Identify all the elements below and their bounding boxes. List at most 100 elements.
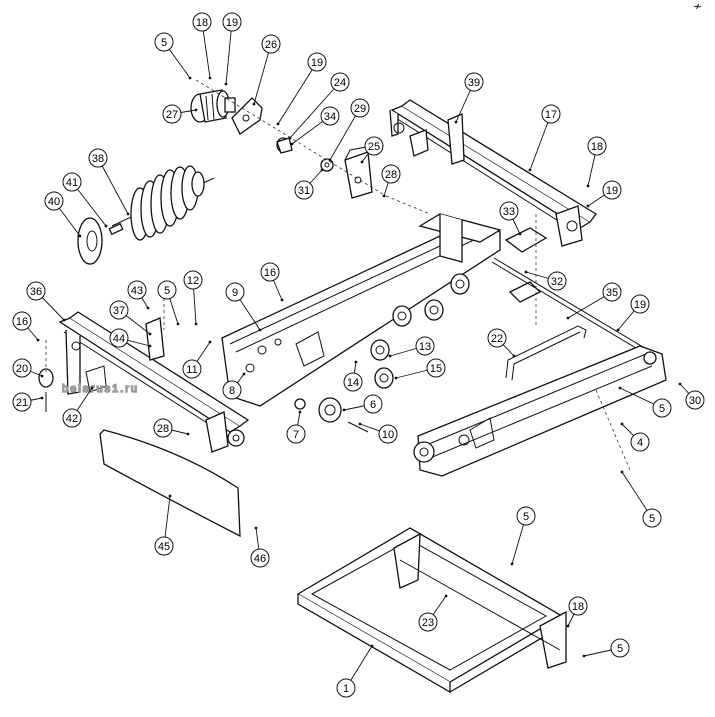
callout-circle xyxy=(109,300,129,320)
callout-15: 15 xyxy=(394,358,446,380)
callout-anchor xyxy=(620,470,624,474)
callout-4: 4 xyxy=(620,422,650,452)
callout-number: 23 xyxy=(422,617,434,629)
callout-anchor xyxy=(360,160,364,164)
callout-24: 24 xyxy=(288,72,350,140)
callout-5: 5 xyxy=(154,32,192,80)
callout-circle xyxy=(62,408,82,428)
callout-anchor xyxy=(382,194,386,198)
callout-number: 5 xyxy=(164,285,170,297)
callout-circle xyxy=(12,392,32,412)
callout-anchor xyxy=(194,322,198,326)
callout-anchor xyxy=(288,136,292,140)
callout-leader xyxy=(253,43,272,105)
pulley-part xyxy=(77,217,103,265)
callout-33: 33 xyxy=(499,201,522,236)
callout-circle xyxy=(261,34,281,54)
callout-number: 46 xyxy=(254,553,266,565)
callout-circle xyxy=(363,394,383,414)
callout-number: 28 xyxy=(385,169,397,181)
corner-mark: ≁ xyxy=(693,1,702,13)
side-rail-part xyxy=(413,345,667,477)
callout-number: 5 xyxy=(523,511,529,523)
callout-number: 38 xyxy=(92,153,104,165)
bottom-frame-part xyxy=(296,527,567,694)
callout-circle xyxy=(162,104,182,124)
callout-11: 11 xyxy=(182,340,212,379)
callout-29: 29 xyxy=(328,98,370,162)
callout-number: 41 xyxy=(66,177,78,189)
callout-number: 37 xyxy=(113,305,125,317)
callout-circle xyxy=(415,336,435,356)
callout-anchor xyxy=(528,168,532,172)
callout-44: 44 xyxy=(109,328,152,348)
callout-anchor xyxy=(510,562,514,566)
mount-plate-part xyxy=(231,97,263,135)
callout-10: 10 xyxy=(358,422,398,444)
callout-25: 25 xyxy=(360,136,384,164)
callout-anchor xyxy=(40,396,44,400)
callout-46: 46 xyxy=(250,526,270,568)
callout-18: 18 xyxy=(566,596,588,628)
callout-circle xyxy=(630,294,650,314)
callout-number: 9 xyxy=(232,287,238,299)
callout-circle xyxy=(602,282,622,302)
callout-number: 18 xyxy=(572,601,584,613)
callout-circle xyxy=(685,390,705,410)
callout-anchor xyxy=(358,422,362,426)
callout-circle xyxy=(260,262,280,282)
callout-circle xyxy=(127,280,147,300)
callout-number: 5 xyxy=(659,403,665,415)
callout-circle xyxy=(286,424,306,444)
callout-circle xyxy=(320,106,340,126)
callout-anchor xyxy=(242,372,246,376)
callout-circle xyxy=(154,536,174,556)
callout-circle xyxy=(154,32,174,52)
callout-number: 12 xyxy=(187,275,199,287)
callout-circle xyxy=(364,136,384,156)
callout-1: 1 xyxy=(336,644,374,698)
clamp-bracket-part xyxy=(504,227,548,253)
callout-anchor xyxy=(208,76,212,80)
callout-number: 20 xyxy=(16,363,28,375)
callout-anchor xyxy=(126,212,130,216)
callout-anchor xyxy=(328,158,332,162)
callout-number: 28 xyxy=(157,423,169,435)
callout-anchor xyxy=(148,332,152,336)
callout-number: 34 xyxy=(324,111,336,123)
callout-circle xyxy=(330,72,350,92)
callout-anchor xyxy=(370,644,374,648)
callout-number: 7 xyxy=(293,429,299,441)
callout-circle xyxy=(464,72,484,92)
callout-16: 16 xyxy=(260,262,284,302)
callout-38: 38 xyxy=(88,148,130,216)
callout-circle xyxy=(343,372,363,392)
callout-9: 9 xyxy=(225,282,262,332)
callout-number: 36 xyxy=(30,286,42,298)
callout-anchor xyxy=(194,108,198,112)
callout-anchor xyxy=(354,360,358,364)
callout-anchor xyxy=(36,338,40,342)
motor-part xyxy=(190,89,236,123)
callout-number: 8 xyxy=(229,385,235,397)
callout-circle xyxy=(307,52,327,72)
callout-circle xyxy=(12,358,32,378)
callout-leader xyxy=(277,61,318,125)
callout-number: 30 xyxy=(689,395,701,407)
callout-anchor xyxy=(524,270,528,274)
callout-19: 19 xyxy=(616,294,650,332)
callout-number: 39 xyxy=(468,77,480,89)
callout-circle xyxy=(26,281,46,301)
callout-16: 16 xyxy=(12,311,40,342)
callout-circle xyxy=(222,380,242,400)
callout-anchor xyxy=(258,328,262,332)
callout-anchor xyxy=(342,408,346,412)
callout-32: 32 xyxy=(524,270,567,291)
callout-41: 41 xyxy=(62,172,108,228)
callout-28: 28 xyxy=(381,164,401,198)
callout-30: 30 xyxy=(678,382,705,410)
callout-number: 19 xyxy=(634,299,646,311)
callout-anchor xyxy=(616,328,620,332)
